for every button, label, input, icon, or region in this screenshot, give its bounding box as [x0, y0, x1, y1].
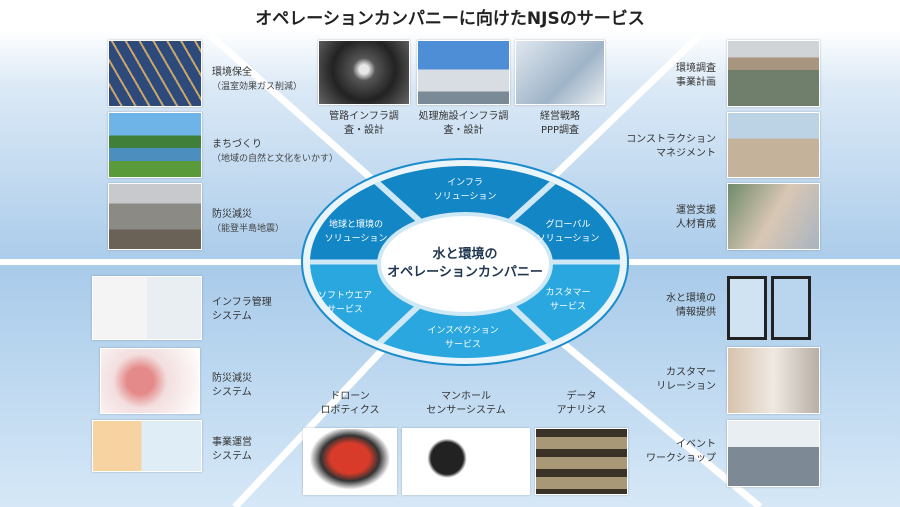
label-event-workshop: イベントワークショップ — [646, 439, 716, 464]
segment-label: ソフトウエア — [317, 291, 373, 301]
segment-label: サービス — [444, 340, 482, 350]
manhole-sensor-diagram — [402, 428, 530, 495]
segment-customer-service: カスタマーサービス — [545, 286, 590, 314]
label-pipeline: 管路インフラ調査・設計 — [329, 111, 399, 136]
tablet-map-1 — [727, 276, 767, 340]
segment-label: グローバル — [545, 220, 591, 230]
town-park-photo — [108, 112, 202, 178]
segment-label: カスタマー — [545, 288, 591, 298]
business-system-screens — [92, 420, 202, 472]
label-town-planning: まちづくり（地域の自然と文化をいかす） — [212, 139, 339, 164]
label-infra-system: インフラ管理システム — [212, 297, 272, 322]
segment-label: サービス — [549, 302, 587, 312]
label-disaster-system: 防災減災システム — [212, 373, 252, 398]
label-manhole: マンホールセンサーシステム — [426, 391, 506, 416]
tablet-map-2 — [771, 276, 811, 340]
segment-earth-environment: 地球と環境のソリューション — [325, 218, 388, 246]
label-drone: ドローンロボティクス — [320, 391, 380, 416]
label-environment: 環境保全（温室効果ガス削減） — [212, 67, 303, 92]
segment-software-service: ソフトウエアサービス — [318, 289, 372, 317]
construction-site-photo — [727, 112, 820, 178]
center-line: 水と環境の — [432, 247, 498, 262]
training-photo — [727, 183, 820, 250]
center-line: オペレーションカンパニー — [387, 265, 543, 280]
disaster-site-photo — [108, 183, 202, 250]
label-data-analysis: データアナリシス — [556, 391, 607, 416]
treatment-plant-photo — [417, 40, 510, 105]
pipeline-photo — [318, 40, 410, 105]
disaster-map-screen — [100, 348, 200, 414]
label-env-survey: 環境調査事業計画 — [676, 63, 716, 88]
segment-global-solution: グローバルソリューション — [537, 218, 600, 246]
label-customer-relation: カスタマーリレーション — [656, 367, 716, 392]
page-title: オペレーションカンパニーに向けたNJSのサービス — [255, 9, 645, 29]
label-disaster: 防災減災（能登半島地震） — [212, 209, 285, 234]
segment-label: サービス — [326, 305, 364, 315]
segment-inspection-service: インスペクションサービス — [427, 324, 498, 352]
segment-infra-solution: インフラソリューション — [434, 176, 497, 204]
data-analysis-screen — [535, 428, 628, 495]
customer-relation-photo — [727, 347, 820, 414]
segment-label: ソリューション — [433, 192, 497, 202]
label-treatment: 処理施設インフラ調査・設計 — [418, 111, 509, 136]
infra-management-screens — [92, 276, 202, 340]
workshop-photo — [727, 420, 820, 487]
segment-label: ソリューション — [324, 234, 388, 244]
label-business-system: 事業運営システム — [212, 437, 252, 462]
segment-label: ソリューション — [536, 234, 600, 244]
tablet-strategy-photo — [515, 40, 605, 105]
center-title: 水と環境のオペレーションカンパニー — [387, 246, 543, 282]
drone-robot-photo — [303, 428, 397, 495]
label-operation-support: 運営支援人材育成 — [676, 205, 716, 230]
label-info-provision: 水と環境の情報提供 — [666, 293, 716, 318]
segment-label: 地球と環境の — [328, 220, 384, 230]
label-construction: コンストラクションマネジメント — [626, 134, 716, 159]
segment-label: インスペクション — [427, 326, 499, 336]
river-city-photo — [727, 40, 820, 107]
segment-label: インフラ — [447, 178, 483, 188]
solar-panels-photo — [108, 40, 202, 107]
